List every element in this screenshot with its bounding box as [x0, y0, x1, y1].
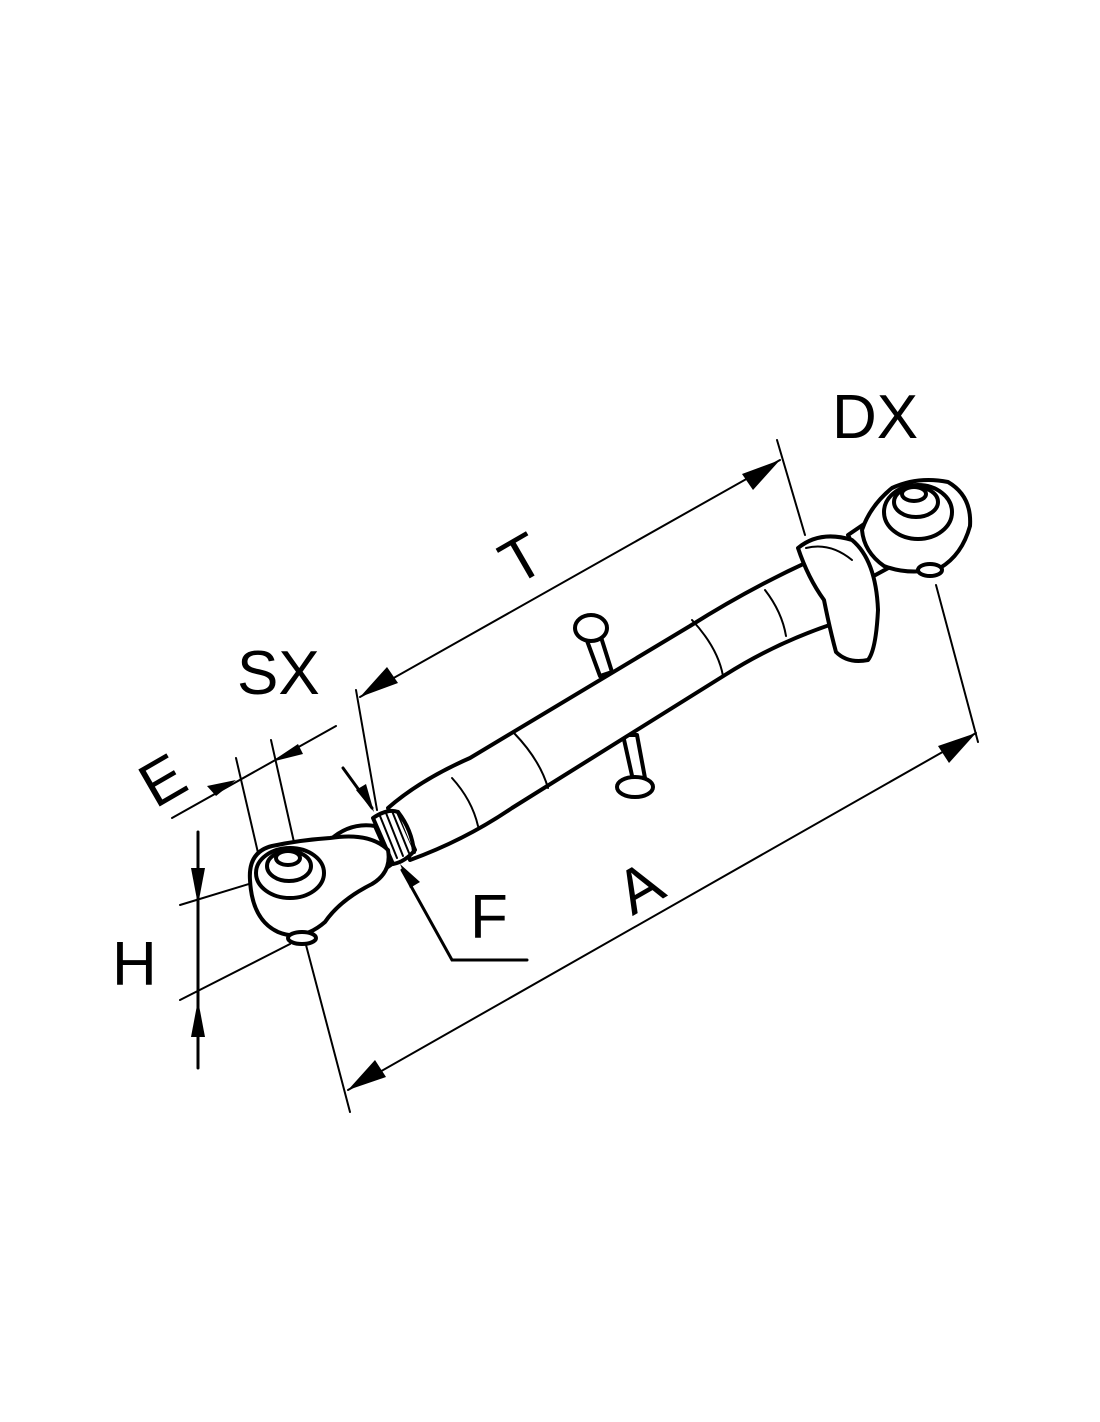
- t-extension-right: [776, 439, 806, 536]
- main-tube: [386, 558, 847, 862]
- f-arrow-lower: [400, 864, 420, 888]
- right-collar: [796, 534, 880, 663]
- a-extension-left: [305, 944, 351, 1113]
- tube-band-4: [764, 589, 787, 637]
- left-ball-joint: [247, 834, 391, 946]
- t-arrow-right: [742, 460, 780, 490]
- label-t: T: [488, 520, 555, 599]
- a-arrow-left: [348, 1060, 386, 1090]
- f-arrow-upper: [356, 784, 374, 812]
- sx-dimension-line: [171, 725, 337, 819]
- label-f: F: [470, 883, 508, 952]
- e-arrow-right: [207, 780, 236, 796]
- label-h: H: [112, 930, 157, 999]
- a-extension-right: [935, 584, 979, 743]
- thread-section: [371, 808, 417, 866]
- a-arrow-right: [938, 733, 976, 763]
- dimension-lines: [171, 439, 979, 1113]
- t-dimension-line: [359, 459, 781, 698]
- h-arrow-bottom: [191, 1000, 205, 1037]
- label-sx: SX: [237, 639, 320, 708]
- a-dimension-line: [347, 732, 977, 1091]
- f-leader-lower: [400, 868, 529, 962]
- right-ball-joint: [860, 478, 973, 578]
- tube-band-2: [513, 732, 549, 789]
- t-arrow-left: [360, 667, 398, 697]
- t-extension-left: [355, 689, 378, 811]
- label-a: A: [605, 848, 676, 929]
- locking-pin-upper: [573, 613, 614, 678]
- tube-band-1: [451, 777, 479, 827]
- e-arrow-left: [271, 744, 303, 762]
- locking-pin-lower: [615, 733, 655, 799]
- tube-band-3: [691, 619, 724, 677]
- h-arrow-top: [191, 868, 205, 905]
- top-link: [247, 478, 973, 946]
- label-dx: DX: [832, 383, 918, 452]
